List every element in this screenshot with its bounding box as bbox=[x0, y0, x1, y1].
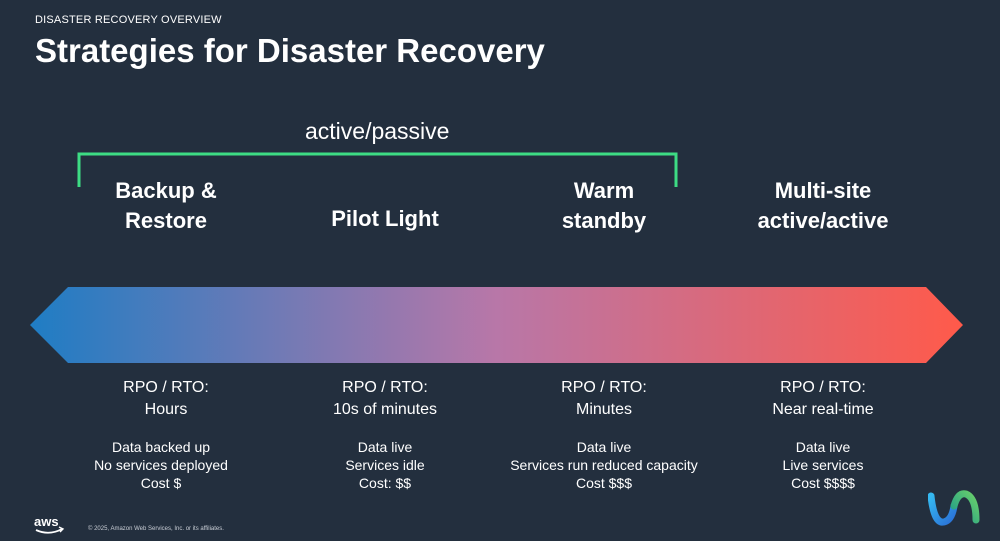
strategy-name-line: Warm bbox=[573, 178, 635, 203]
aws-logo: aws bbox=[34, 514, 65, 534]
rpo-value: Minutes bbox=[575, 401, 633, 418]
rpo-value: Near real-time bbox=[772, 401, 874, 418]
active-passive-bracket bbox=[77, 152, 678, 187]
strategy-name-backup-restore: Backup & Restore bbox=[76, 176, 256, 236]
strategy-name-line: Multi-site bbox=[774, 178, 872, 203]
detail-line: Data live bbox=[576, 439, 632, 455]
strategy-name-line: active/active bbox=[757, 208, 889, 233]
rpo-value: Hours bbox=[144, 401, 188, 418]
detail-line: Cost: $$ bbox=[358, 475, 412, 491]
webex-logo-icon bbox=[928, 490, 980, 526]
rpo-warm-standby: RPO / RTO: Minutes bbox=[509, 377, 699, 421]
details-warm-standby: Data live Services run reduced capacity … bbox=[494, 438, 714, 492]
strategy-name-warm-standby: Warm standby bbox=[514, 176, 694, 236]
detail-line: Services run reduced capacity bbox=[510, 457, 698, 473]
rpo-label: RPO / RTO: bbox=[780, 379, 866, 396]
rpo-label: RPO / RTO: bbox=[561, 379, 647, 396]
rpo-multi-site: RPO / RTO: Near real-time bbox=[728, 377, 918, 421]
detail-line: Data backed up bbox=[111, 439, 211, 455]
strategy-name-pilot-light: Pilot Light bbox=[295, 204, 475, 234]
rpo-pilot-light: RPO / RTO: 10s of minutes bbox=[290, 377, 480, 421]
detail-line: Live services bbox=[782, 457, 864, 473]
rpo-value: 10s of minutes bbox=[332, 401, 438, 418]
details-pilot-light: Data live Services idle Cost: $$ bbox=[275, 438, 495, 492]
strategy-name-line: Pilot Light bbox=[331, 206, 439, 231]
rpo-label: RPO / RTO: bbox=[123, 379, 209, 396]
rpo-backup-restore: RPO / RTO: Hours bbox=[71, 377, 261, 421]
detail-line: Cost $$$ bbox=[575, 475, 633, 491]
detail-line: No services deployed bbox=[94, 457, 228, 473]
strategy-name-line: standby bbox=[561, 208, 647, 233]
detail-line: Cost $ bbox=[140, 475, 182, 491]
copyright-notice: © 2025, Amazon Web Services, Inc. or its… bbox=[88, 526, 224, 532]
page-title: Strategies for Disaster Recovery bbox=[35, 32, 545, 69]
detail-line: Data live bbox=[357, 439, 413, 455]
details-backup-restore: Data backed up No services deployed Cost… bbox=[51, 438, 271, 492]
rpo-label: RPO / RTO: bbox=[342, 379, 428, 396]
strategy-name-line: Backup & bbox=[115, 178, 217, 203]
details-multi-site: Data live Live services Cost $$$$ bbox=[713, 438, 933, 492]
header-kicker: DISASTER RECOVERY OVERVIEW bbox=[35, 14, 222, 26]
svg-text:aws: aws bbox=[34, 514, 59, 529]
strategy-name-line: Restore bbox=[125, 208, 207, 233]
detail-line: Data live bbox=[795, 439, 851, 455]
detail-line: Services idle bbox=[345, 457, 425, 473]
detail-line: Cost $$$$ bbox=[791, 475, 855, 491]
bracket-label: active/passive bbox=[305, 118, 450, 144]
strategy-name-multi-site: Multi-site active/active bbox=[733, 176, 913, 236]
spectrum-arrow bbox=[30, 287, 963, 363]
